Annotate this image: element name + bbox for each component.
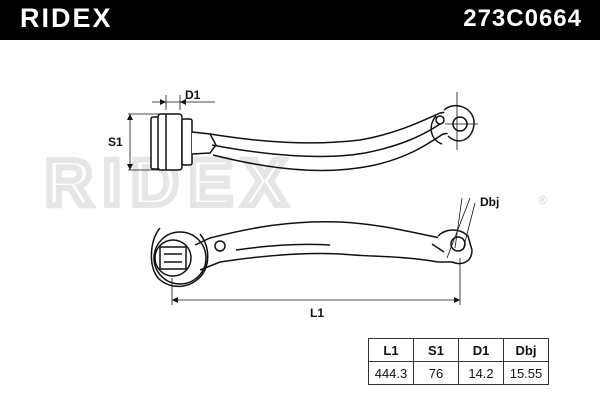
- control-arm-side-view: [150, 220, 473, 288]
- header-bar: RIDEX 273C0664: [0, 0, 600, 40]
- technical-drawing: RIDEX ®: [42, 88, 547, 320]
- spec-value-dbj: 15.55: [503, 361, 549, 385]
- watermark-registered-mark: ®: [538, 193, 547, 207]
- spec-header-s1: S1: [413, 338, 459, 362]
- part-number: 273C0664: [463, 5, 582, 32]
- spec-header-l1: L1: [368, 338, 414, 362]
- spec-header-dbj: Dbj: [503, 338, 549, 362]
- spec-table: L1 S1 D1 Dbj 444.3 76 14.2 15.55: [368, 338, 549, 385]
- dimension-label-dbj: Dbj: [480, 195, 499, 209]
- brand-logo: RIDEX: [20, 3, 113, 33]
- spec-table-value-row: 444.3 76 14.2 15.55: [368, 361, 549, 385]
- spec-table-header-row: L1 S1 D1 Dbj: [368, 338, 549, 362]
- control-arm-top-view: [150, 104, 475, 172]
- spec-value-d1: 14.2: [458, 361, 504, 385]
- dimension-label-l1: L1: [310, 306, 324, 320]
- dimension-label-d1: D1: [185, 88, 201, 102]
- spec-value-l1: 444.3: [368, 361, 414, 385]
- spec-value-s1: 76: [413, 361, 459, 385]
- dimension-arrows: [127, 99, 460, 303]
- spec-header-d1: D1: [458, 338, 504, 362]
- dimension-label-s1: S1: [108, 135, 123, 149]
